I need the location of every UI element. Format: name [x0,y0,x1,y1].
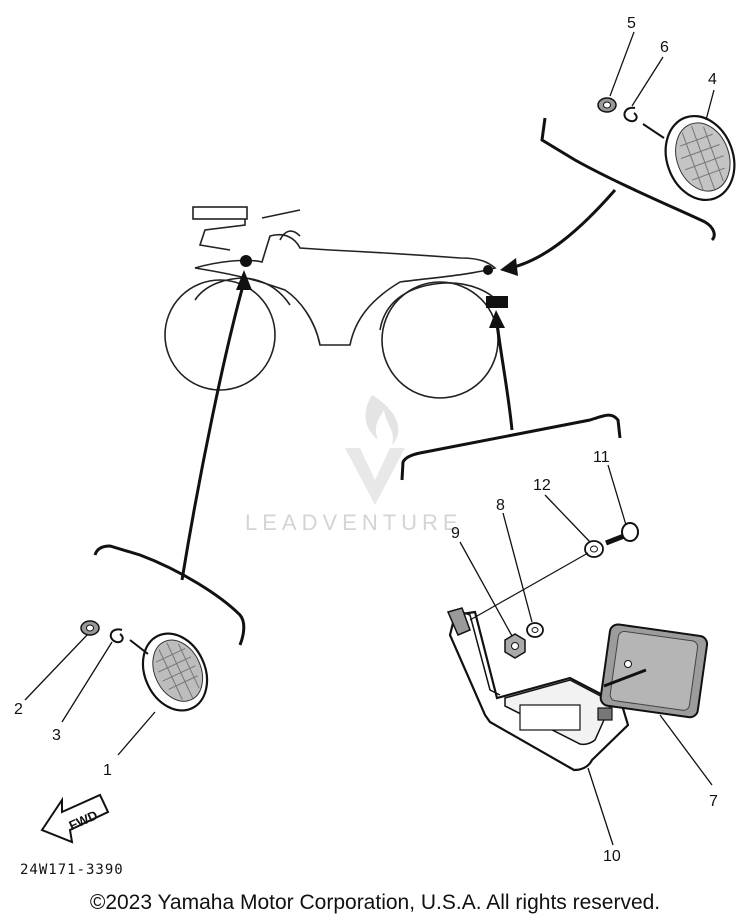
leader-11 [607,464,627,526]
atv-front-rack-top [192,206,248,220]
rear-reflector-assembly [597,97,736,202]
hex-nut-hole [511,642,519,650]
license-plate-light [599,623,709,719]
rear-reflector [664,114,736,202]
plate-light-hole [624,660,632,668]
atv-rear-wheel [381,281,499,399]
front-reflector-stud [129,639,149,655]
callout-11: 11 [593,449,610,466]
leader-3 [61,641,113,723]
leader-10 [587,767,614,846]
front-reflector-panel [93,544,246,646]
leader-5 [609,31,635,97]
callout-10: 10 [603,848,621,865]
leader-2 [24,634,88,701]
bracket-fastener [597,707,613,721]
plate-light-bolt [603,668,647,688]
callout-4: 4 [708,71,717,88]
bracket-assembly [446,522,709,772]
front-lock-washer [109,628,124,644]
bracket-mount-tab [446,607,471,636]
callout-7: 7 [709,793,718,810]
bracket-top-edge [461,611,501,696]
callout-1: 1 [103,762,112,779]
watermark-v-icon [345,448,405,505]
rear-reflector-location-dot [483,265,493,275]
figure-code: 24W171-3390 [20,862,124,878]
rear-nut-hole [603,101,611,109]
front-reflector-lens-pattern [155,642,200,700]
front-reflector-assembly [80,620,209,712]
leader-lines [24,31,715,846]
leader-4 [705,89,715,121]
callout-2: 2 [14,701,23,718]
callout-5: 5 [627,15,636,32]
rear-reflector-stud [642,123,665,139]
atv-body [194,233,497,346]
rear-arrow-head [500,258,518,276]
front-arrow-head [236,270,252,290]
bracket-arrow-head [489,310,505,328]
callout-12: 12 [533,477,551,494]
rear-bracket-panel [400,413,622,481]
rear-lock-washer [623,106,638,123]
callout-3: 3 [52,727,61,744]
watermark-flame-icon [365,395,399,445]
atv-rear-fender [379,282,501,331]
flat-washer-8-hole [531,627,539,633]
rear-reflector-arrow [509,189,617,270]
front-reflector [141,632,209,712]
leader-6 [631,56,664,107]
arrow-heads [236,258,518,328]
callout-9: 9 [451,525,460,542]
atv-outline [164,206,501,399]
callout-6: 6 [660,39,669,56]
watermark-text: LEADVENTURE [245,510,463,535]
watermark: LEADVENTURE [245,395,463,535]
screw-11 [605,522,639,546]
fwd-arrow-icon [40,793,110,844]
fwd-arrow: FWD [40,793,110,844]
leader-8 [502,512,533,623]
copyright-notice: ©2023 Yamaha Motor Corporation, U.S.A. A… [89,891,661,914]
reference-arrows [180,189,617,581]
washer-12-hole [590,545,598,553]
front-reflector-location-dot [240,255,252,267]
callout-8: 8 [496,497,505,514]
leader-12 [544,494,591,543]
leader-9 [459,541,513,637]
atv-front-wheel [164,279,276,391]
front-reflector-lens [152,639,204,702]
rear-reflector-panel [540,117,716,242]
rear-bracket-location-mark [486,296,508,308]
callout-labels: 1 2 3 4 5 6 7 8 9 10 11 12 [14,15,718,865]
front-nut-hole [86,624,94,632]
reference-panels [93,117,716,646]
rear-reflector-lens-pattern [679,125,726,191]
bracket-assembly-axis [469,552,589,621]
front-reflector-arrow [180,281,246,581]
atv-handlebar [261,209,301,241]
rear-bracket-arrow [495,321,514,431]
bracket-inner-window [519,704,581,731]
plate-light-face [609,630,699,711]
leader-7 [659,714,713,786]
screw-11-shank [605,533,625,546]
leader-1 [117,711,156,756]
screw-11-head [621,522,639,542]
